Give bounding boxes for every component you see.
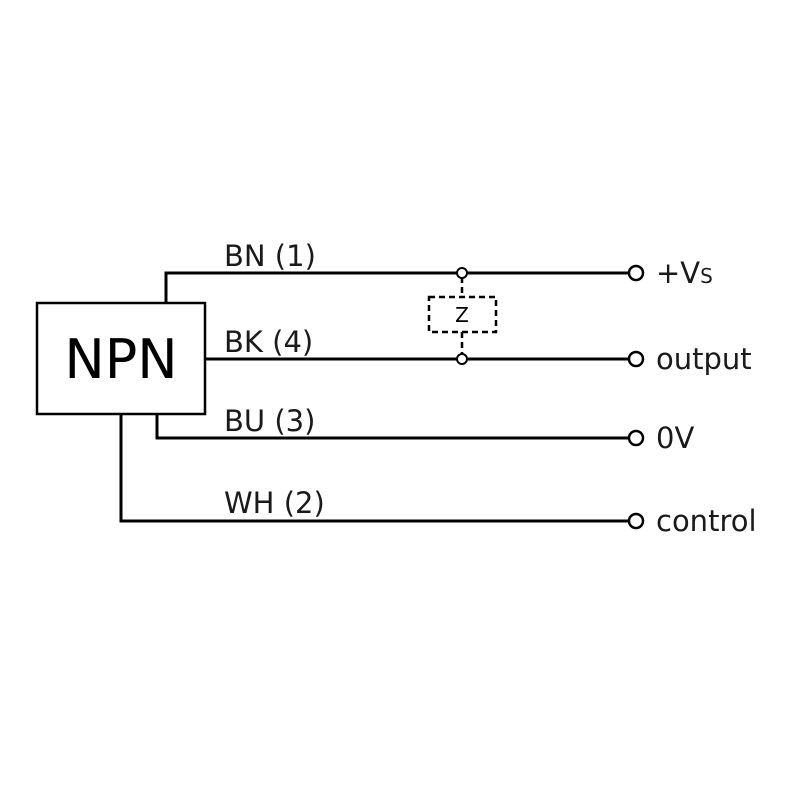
wire-label-wh: WH (2) <box>224 486 325 520</box>
wire-label-bu: BU (3) <box>224 404 315 438</box>
terminal-label-vs: +VS <box>656 256 713 290</box>
wire-bu <box>155 412 630 440</box>
sensor-label: NPN <box>64 328 177 391</box>
sensor-block: NPN <box>35 301 207 416</box>
wire-bn <box>164 271 630 305</box>
wire-label-bn: BN (1) <box>224 239 316 273</box>
sensor-box <box>35 301 207 416</box>
terminal-label-control: control <box>656 504 757 538</box>
wire-labels: BN (1) BK (4) BU (3) WH (2) <box>224 239 325 520</box>
load-label: Z <box>455 303 469 327</box>
terminal-labels: +VS output 0V control <box>656 256 757 538</box>
terminal-output <box>627 350 645 368</box>
terminal-label-output: output <box>656 342 752 376</box>
junction-node-bn <box>456 267 468 279</box>
terminal-label-vs-main: +V <box>656 256 700 290</box>
wire-wh <box>119 412 630 523</box>
terminal-label-vs-sub: S <box>700 264 713 288</box>
wire-label-bk: BK (4) <box>224 325 313 359</box>
terminal-control <box>627 512 645 530</box>
terminal-0v <box>627 429 645 447</box>
terminal-label-0v: 0V <box>656 421 694 455</box>
load-z: Z <box>427 267 498 365</box>
junction-node-bk <box>456 353 468 365</box>
wires <box>119 271 630 523</box>
load-box <box>427 295 498 334</box>
terminals <box>627 264 645 530</box>
terminal-vs <box>627 264 645 282</box>
